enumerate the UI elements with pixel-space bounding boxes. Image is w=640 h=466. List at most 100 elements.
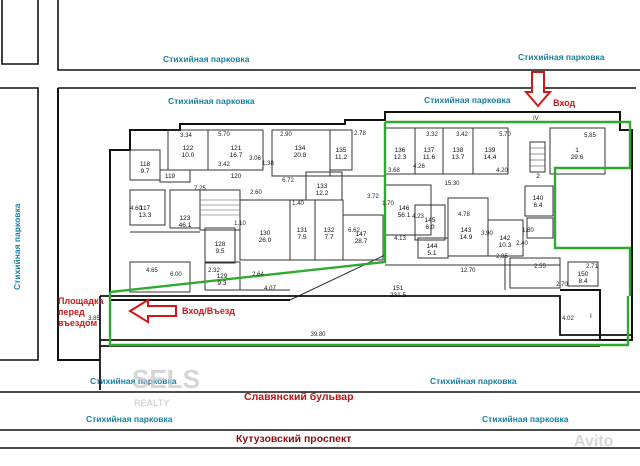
dimension-label: 3.85 <box>88 316 100 322</box>
parking-label: Стихийная парковка <box>168 96 255 106</box>
room-area: 6.0 <box>425 224 434 231</box>
dimension-label: 15.30 <box>444 181 460 187</box>
dimension-label: 2.85 <box>496 254 508 260</box>
room-number: 142 <box>500 235 511 242</box>
room-area: 11.2 <box>335 154 348 161</box>
room-area: 29.6 <box>571 154 584 161</box>
dimension-label: 6.00 <box>170 272 182 278</box>
building-walls <box>57 88 633 361</box>
watermark-brand: SELS <box>132 364 200 394</box>
parking-label-vertical: Стихийная парковка <box>12 203 22 290</box>
stair-symbols <box>200 147 545 216</box>
dimension-label: 2.64 <box>252 272 264 278</box>
parking-label: Стихийная парковка <box>163 54 250 64</box>
parking-label: Стихийная парковка <box>482 414 569 424</box>
room-area: 20.8 <box>294 152 307 159</box>
entrance-arrow <box>523 71 553 108</box>
dimension-label: 1.38 <box>262 161 274 167</box>
room-area: 9.3 <box>217 280 226 287</box>
room-area: 10.0 <box>182 152 195 159</box>
dimension-label: 4.02 <box>562 316 574 322</box>
dimension-label: 4.23 <box>412 214 424 220</box>
parking-label: Стихийная парковка <box>90 376 177 386</box>
room-area: 12.3 <box>394 154 407 161</box>
room-number: 2 <box>536 173 540 180</box>
dimension-label: 6.72 <box>282 178 294 184</box>
dimension-label: 4.13 <box>394 236 406 242</box>
interior-walls <box>129 127 606 301</box>
room-number: 137 <box>424 147 435 154</box>
dimension-label: 2.71 <box>586 264 598 270</box>
room-area: 14.9 <box>460 234 473 241</box>
room-number: 151 <box>393 285 404 292</box>
dimension-label: 3.32 <box>426 132 438 138</box>
room-area: 9.7 <box>140 168 149 175</box>
room-number: 147 <box>356 231 367 238</box>
parking-label: Стихийная парковка <box>518 52 605 62</box>
room-area: 7.7 <box>324 234 333 241</box>
dimension-label: 5.70 <box>218 132 230 138</box>
room-number: 128 <box>215 241 226 248</box>
dimension-label: 2.60 <box>250 190 262 196</box>
parking-label: Стихийная парковка <box>424 95 511 105</box>
room-area: 10.3 <box>499 242 512 249</box>
room-number: 140 <box>533 195 544 202</box>
dimension-label: 3.90 <box>481 231 493 237</box>
room-number: 131 <box>297 227 308 234</box>
room-area: 8.4 <box>578 278 587 285</box>
parking-label: Стихийная парковка <box>430 376 517 386</box>
room-area: 7.5 <box>297 234 306 241</box>
dimension-label: 4.65 <box>146 268 158 274</box>
dimension-label: 2.32 <box>208 268 220 274</box>
dimension-label: 12.70 <box>460 268 476 274</box>
dimension-label: 1.10 <box>234 221 246 227</box>
dimension-label: 2.40 <box>516 241 528 247</box>
room-area: 11.6 <box>423 154 436 161</box>
dimension-label: 3.42 <box>456 132 468 138</box>
dimension-label: 2.70 <box>556 282 568 288</box>
room-number: 121 <box>231 145 242 152</box>
room-number: 1 <box>575 147 579 154</box>
street-frame <box>0 0 640 449</box>
dimension-label: 3.34 <box>180 133 192 139</box>
room-area: 5.1 <box>427 250 436 257</box>
dimension-label: 3.42 <box>218 162 230 168</box>
roman-label: I <box>590 313 592 320</box>
dimension-label: 1.40 <box>292 201 304 207</box>
watermark-avito: Avito <box>574 433 614 450</box>
room-area: 6.4 <box>533 202 542 209</box>
dimension-label: 1.80 <box>522 228 534 234</box>
parking-label: Стихийная парковка <box>86 414 173 424</box>
dimension-label: 2.55 <box>534 264 546 270</box>
entrance-roman-label: IV <box>533 116 539 122</box>
room-area: 9.5 <box>215 248 224 255</box>
room-number: 135 <box>336 147 347 154</box>
dimension-label: 1.70 <box>382 201 394 207</box>
room-area: 13.7 <box>452 154 465 161</box>
dimension-label: 4.20 <box>496 168 508 174</box>
room-number: 130 <box>260 230 271 237</box>
room-area: 28.7 <box>355 238 368 245</box>
road-label-slavyansky: Славянский бульвар <box>244 391 354 403</box>
dimension-label: 2.90 <box>280 132 292 138</box>
room-area: 231.5 <box>390 292 407 299</box>
dimension-label: 3.68 <box>388 168 400 174</box>
dimension-label: 2.78 <box>354 131 366 137</box>
room-number: 122 <box>183 145 194 152</box>
dimension-label: 4.26 <box>413 164 425 170</box>
dimension-label: 3.72 <box>367 194 379 200</box>
room-area: 13.3 <box>139 212 152 219</box>
room-area: 46.1 <box>179 222 192 229</box>
room-number: 118 <box>140 161 151 168</box>
watermark-sub: REALTY <box>134 398 169 408</box>
front-area-label: въездом <box>58 318 97 328</box>
dimension-label: 4.60 <box>130 206 142 212</box>
room-area: 26.0 <box>259 237 272 244</box>
front-area-label: перед <box>58 307 85 317</box>
dimension-label: 4.07 <box>264 286 276 292</box>
room-number: 129 <box>217 273 228 280</box>
room-number: 132 <box>324 227 335 234</box>
dimension-label: 39.80 <box>310 332 326 338</box>
